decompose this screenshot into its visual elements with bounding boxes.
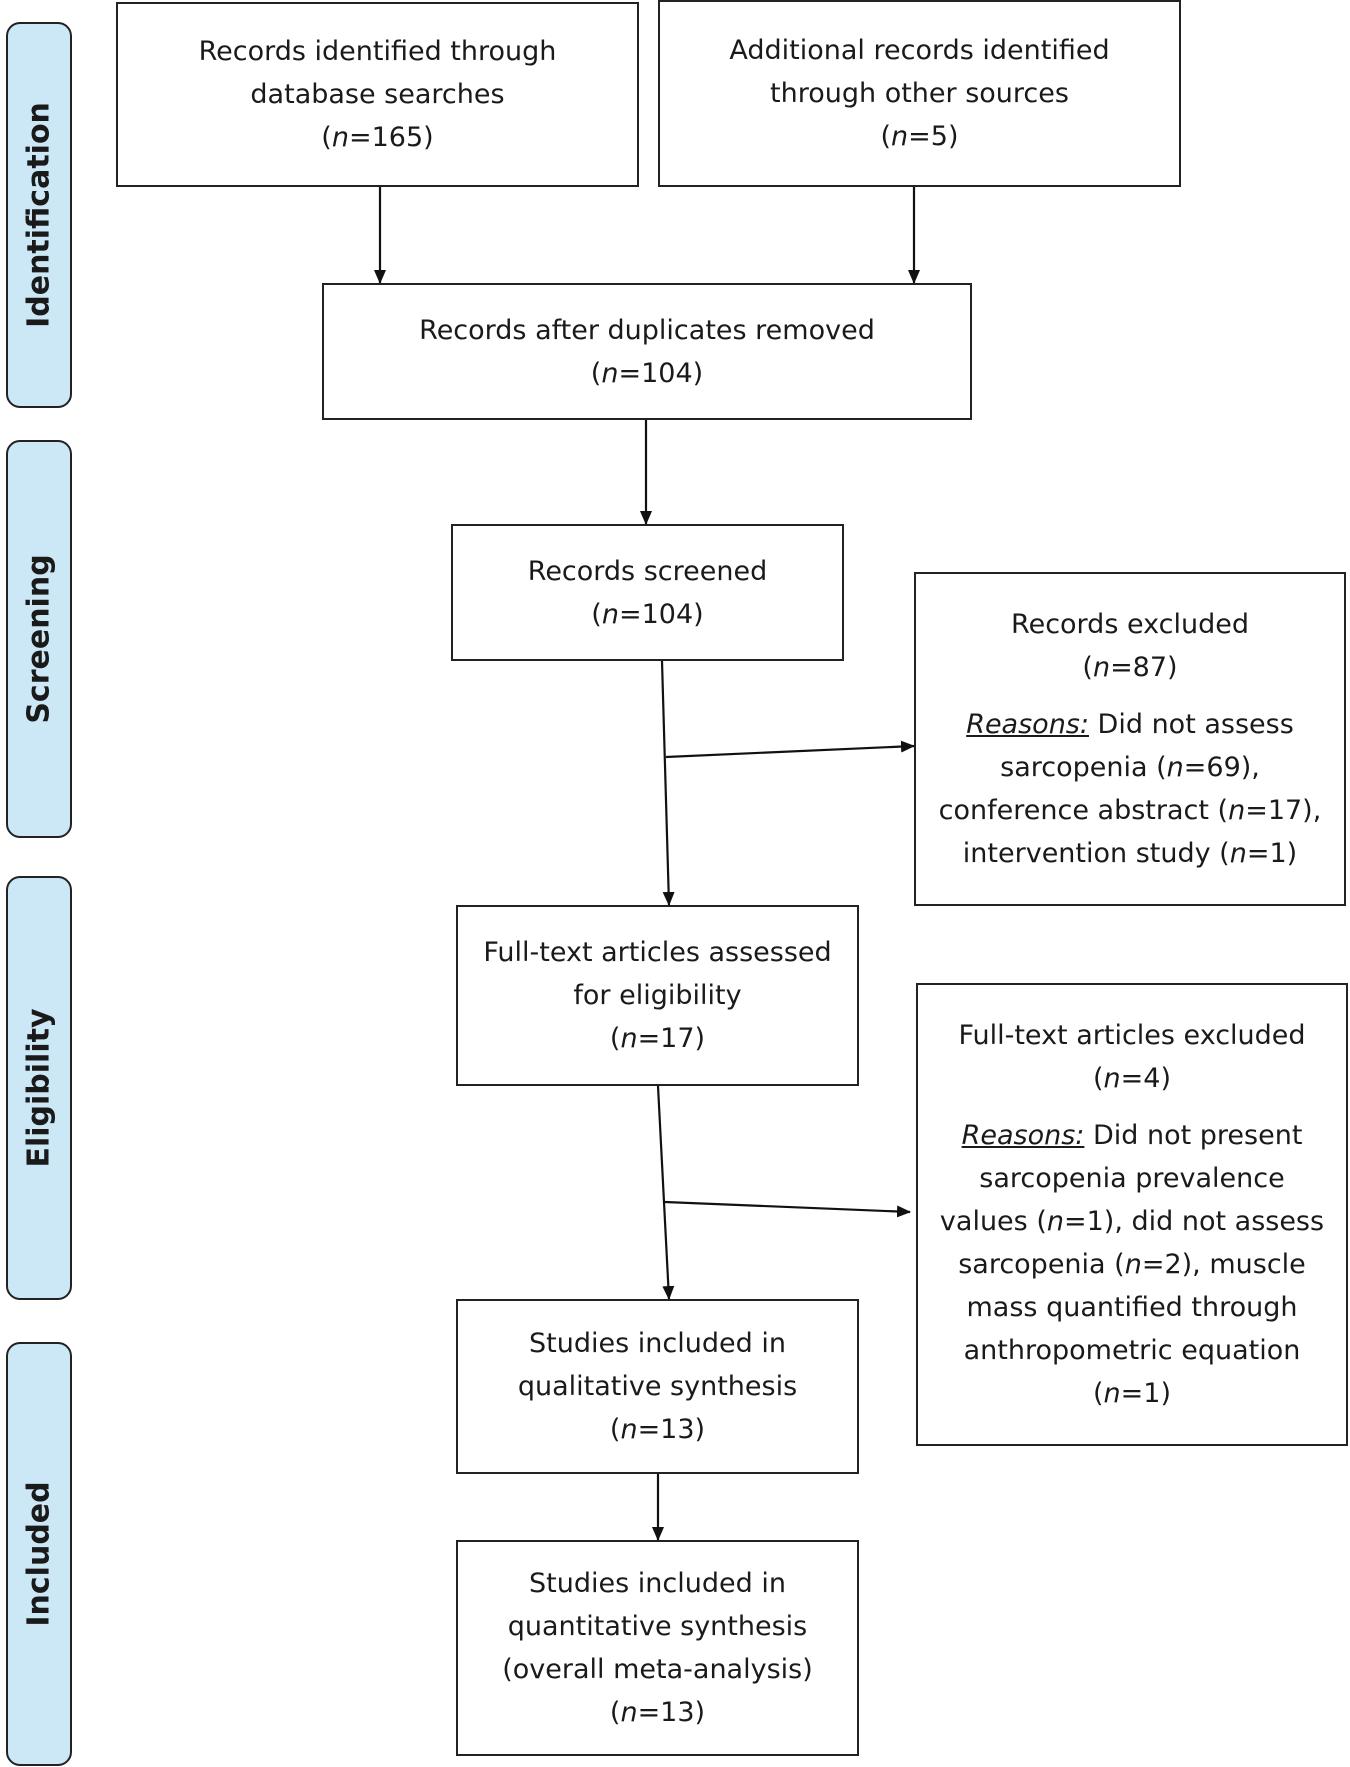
database-count: (n=165) xyxy=(321,122,434,153)
records-excluded-reason4: intervention study (n=1) xyxy=(962,838,1298,869)
fulltext-assessed-count: (n=17) xyxy=(609,1023,706,1054)
other-sources-line2: through other sources xyxy=(770,78,1069,109)
fulltext-excluded-reason5: mass quantified through xyxy=(966,1292,1298,1323)
fulltext-assessed-line1: Full-text articles assessed xyxy=(483,937,832,968)
other-sources-line1: Additional records identified xyxy=(729,35,1110,66)
database-line1: Records identified through xyxy=(198,36,557,67)
fulltext-assessed-line2: for eligibility xyxy=(573,980,742,1011)
fulltext-excluded-reason7: (n=1) xyxy=(1092,1378,1171,1409)
phase-screening: Screening xyxy=(6,440,72,838)
records-excluded-line1: Records excluded xyxy=(1011,609,1249,640)
duplicates-line1: Records after duplicates removed xyxy=(419,314,875,346)
database-line2: database searches xyxy=(250,79,505,110)
box-qualitative-synthesis: Studies included in qualitative synthesi… xyxy=(456,1299,859,1474)
records-excluded-reason2: sarcopenia (n=69), xyxy=(1000,752,1260,783)
box-fulltext-excluded: Full-text articles excluded (n=4) Reason… xyxy=(916,983,1348,1446)
box-fulltext-assessed: Full-text articles assessed for eligibil… xyxy=(456,905,859,1086)
phase-eligibility: Eligibility xyxy=(6,876,72,1300)
records-excluded-reason3: conference abstract (n=17), xyxy=(938,795,1322,826)
other-sources-count: (n=5) xyxy=(880,121,959,152)
fulltext-excluded-reason6: anthropometric equation xyxy=(963,1335,1301,1366)
box-database-searches: Records identified through database sear… xyxy=(116,2,639,187)
quantitative-line3: (overall meta-analysis) xyxy=(502,1654,813,1685)
fulltext-excluded-reason1: Reasons: Did not present xyxy=(961,1120,1303,1151)
box-quantitative-synthesis: Studies included in quantitative synthes… xyxy=(456,1540,859,1756)
reasons-label: Reasons: xyxy=(966,709,1089,740)
arrow-to-fulltext-excluded xyxy=(664,1200,911,1218)
fulltext-excluded-line1: Full-text articles excluded xyxy=(958,1020,1306,1051)
quantitative-line1: Studies included in xyxy=(529,1568,786,1599)
phase-identification: Identification xyxy=(6,22,72,408)
fulltext-excluded-count: (n=4) xyxy=(1092,1063,1172,1094)
fulltext-excluded-reason4: sarcopenia (n=2), muscle xyxy=(958,1249,1306,1280)
box-records-excluded: Records excluded (n=87) Reasons: Did not… xyxy=(914,572,1346,906)
records-excluded-count: (n=87) xyxy=(1082,652,1178,683)
quantitative-line2: quantitative synthesis xyxy=(507,1611,808,1642)
phase-included: Included xyxy=(6,1342,72,1766)
quantitative-count: (n=13) xyxy=(609,1697,706,1728)
box-duplicates-removed: Records after duplicates removed (n=104) xyxy=(322,283,972,420)
duplicates-count: (n=104) xyxy=(590,357,704,389)
qualitative-line2: qualitative synthesis xyxy=(517,1371,798,1402)
records-excluded-reason1: Reasons: Did not assess xyxy=(966,709,1294,740)
screened-count: (n=104) xyxy=(591,598,704,630)
fulltext-excluded-reason2: sarcopenia prevalence xyxy=(979,1163,1285,1194)
arrow-to-records-excluded xyxy=(665,740,915,759)
qualitative-line1: Studies included in xyxy=(529,1328,786,1359)
box-other-sources: Additional records identified through ot… xyxy=(658,0,1181,187)
arrow-screened-to-fulltext xyxy=(660,660,675,906)
screened-line1: Records screened xyxy=(527,555,768,587)
arrow-fulltext-to-qualitative xyxy=(656,1085,675,1300)
fulltext-excluded-reason3: values (n=1), did not assess xyxy=(939,1206,1325,1237)
reasons-label: Reasons: xyxy=(961,1120,1085,1151)
box-records-screened: Records screened (n=104) xyxy=(451,524,844,661)
qualitative-count: (n=13) xyxy=(609,1414,706,1445)
